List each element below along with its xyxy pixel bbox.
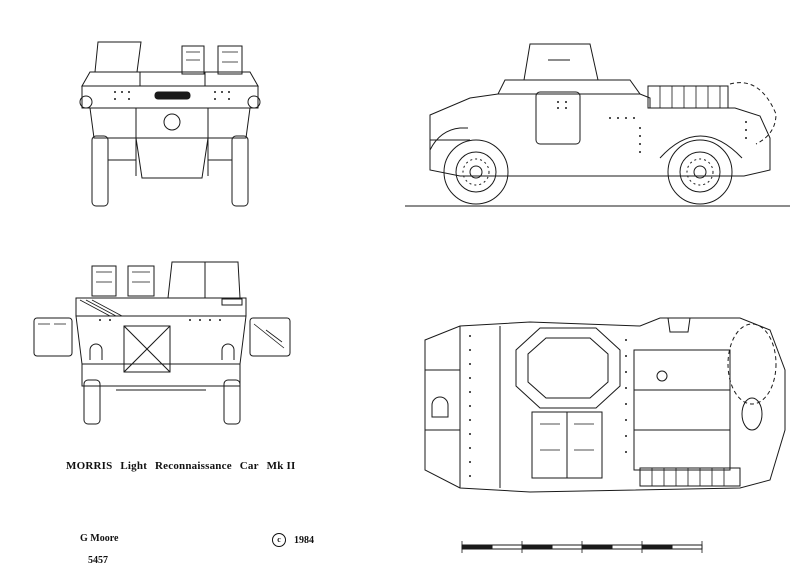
title-word: Car (239, 460, 259, 472)
front-wheel-left (92, 136, 108, 206)
top-view (425, 318, 785, 492)
front-rivets (114, 91, 230, 100)
front-headlight-left (80, 96, 92, 108)
front-wheel-right (232, 136, 248, 206)
side-stowage-rack (648, 86, 728, 108)
top-engine-deck (634, 350, 730, 470)
top-front-hook (432, 397, 448, 417)
front-turret-shield (95, 42, 141, 72)
rear-side-box-right (250, 318, 290, 356)
top-spare-wheel (742, 398, 762, 430)
top-hull-outline (425, 318, 785, 492)
title-word: Mk II (266, 460, 296, 472)
copyright-symbol: c (272, 533, 286, 547)
side-front-fender (430, 128, 468, 150)
scale-bar-segment (522, 545, 552, 549)
side-rear-wheel (668, 140, 732, 204)
side-rear-fender (660, 136, 742, 158)
rear-bracket-right (222, 344, 234, 360)
copyright-year: 1984 (294, 534, 314, 546)
top-aerial-mount (668, 318, 690, 332)
rear-upper-hull (76, 298, 246, 316)
top-stowage-rack (640, 468, 740, 486)
rear-side-box-left (34, 318, 72, 356)
scale-bar-segment (642, 545, 672, 549)
top-filler-cap (657, 371, 667, 381)
rear-hatch-left (92, 266, 116, 296)
rear-view (34, 262, 290, 424)
scale-bar (462, 541, 702, 553)
rear-hatch-mid (128, 266, 154, 296)
side-front-wheel (444, 140, 508, 204)
rear-lower-body (82, 364, 240, 386)
front-tow-hook (164, 114, 180, 130)
rear-bracket-left (90, 344, 102, 360)
side-door-rivets (557, 101, 567, 109)
scale-bar-segment (462, 545, 492, 549)
front-hatch-right (182, 46, 204, 74)
front-view (80, 42, 260, 206)
side-rear-bin-dashed (730, 83, 776, 144)
sheet-number: 5457 (88, 555, 108, 566)
title-word: Reconnaissance (155, 460, 232, 472)
drawing-title: MORRIS Light Reconnaissance Car Mk II (66, 460, 300, 472)
side-door (536, 92, 580, 144)
top-turret (516, 328, 620, 408)
top-turret-inner (528, 338, 608, 398)
author-name: G Moore (80, 533, 119, 544)
rear-wheel-left (84, 380, 100, 424)
top-rivets (469, 335, 627, 477)
title-maker: MORRIS (66, 460, 113, 472)
rear-turret-shield (168, 262, 240, 298)
front-headlight-right (248, 96, 260, 108)
rear-wheel-right (224, 380, 240, 424)
front-vision-slot (155, 92, 190, 99)
side-turret (524, 44, 598, 80)
rear-engine-door (124, 326, 170, 372)
front-hatch-right-2 (218, 46, 242, 74)
side-rivets (609, 117, 747, 153)
copyright-notice: c 1984 (272, 533, 314, 547)
top-rear-bin-dashed (728, 324, 776, 404)
title-word: Light (120, 460, 148, 472)
side-hull-body (430, 94, 770, 176)
scale-bar-segment (582, 545, 612, 549)
rear-ladder-rack (80, 300, 122, 316)
side-view (405, 44, 790, 206)
rear-rivets (99, 319, 221, 321)
front-lower-hull (90, 108, 250, 138)
front-nose-plate (136, 138, 208, 178)
